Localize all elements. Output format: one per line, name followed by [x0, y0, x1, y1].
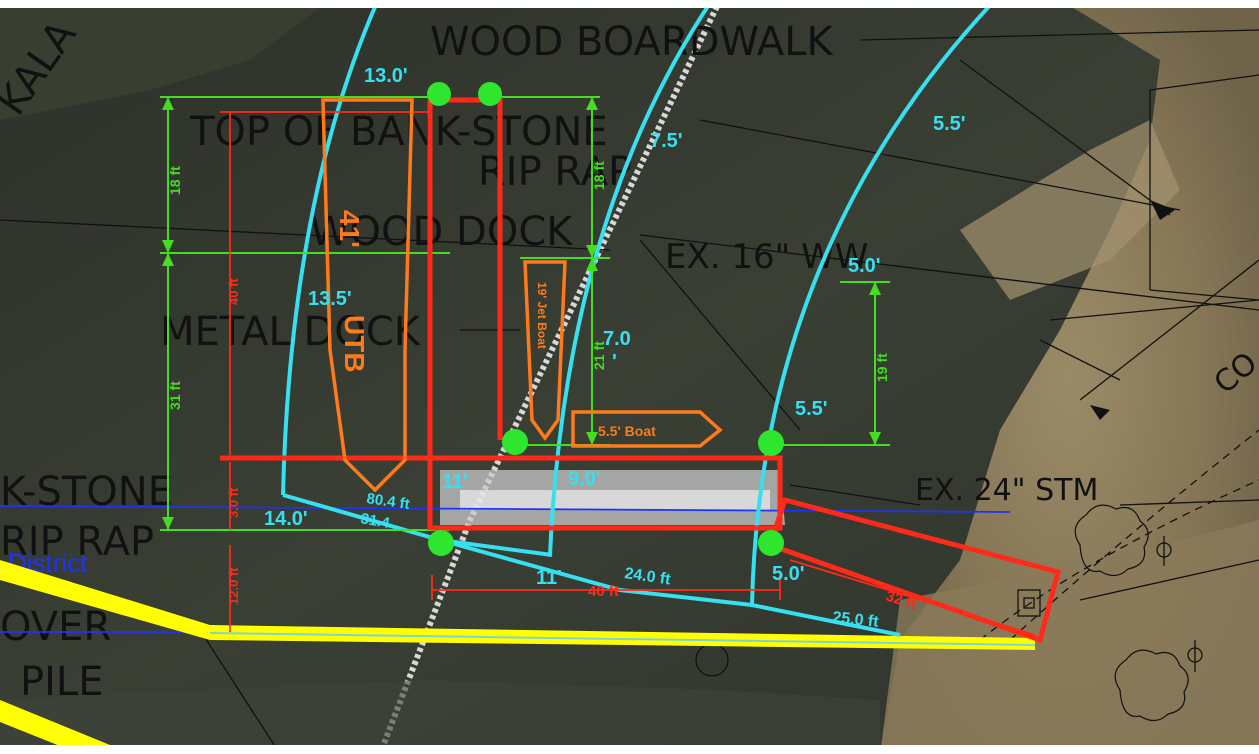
- frame-bottom: [0, 745, 1259, 754]
- radius-label-5-5-mid: 5.5': [795, 398, 828, 420]
- catch-basin-grate: [1023, 597, 1035, 609]
- tree-symbol: [1074, 504, 1149, 577]
- radius-label-24-0: 24.0 ft: [623, 565, 672, 588]
- dim-label-18-right: 18 ft: [591, 161, 607, 190]
- jet-boat-label: 19' Jet Boat: [535, 282, 549, 349]
- radius-label-5-0-bottom: 5.0': [772, 563, 805, 585]
- green-dimensions: [160, 96, 890, 531]
- dim-label-3-0: 3.0 ft: [226, 487, 241, 518]
- radius-label-5-0-top: 5.0': [848, 255, 881, 277]
- cad-labels: WOOD BOARDWALK TOP OF BANK-STONE RIP RAP…: [0, 12, 1259, 705]
- radius-label-7-5: 7.5': [650, 130, 683, 152]
- label-wood-boardwalk: WOOD BOARDWALK: [430, 19, 835, 65]
- shore-highlight: [960, 120, 1180, 300]
- lower-shore: [880, 520, 1259, 754]
- label-ex-16-ww: EX. 16" WW: [665, 237, 868, 277]
- radius-label-13-0: 13.0': [364, 65, 408, 87]
- dim-label-19-right: 19 ft: [874, 353, 890, 382]
- tree-symbol: [1114, 649, 1189, 722]
- radius-label-31-4: 31.4: [359, 510, 391, 532]
- catch-basin-symbol: [1017, 589, 1041, 617]
- radius-label-11-top: 11': [442, 471, 468, 493]
- property-line-upper: [0, 560, 1035, 650]
- boat-outlines: [321, 98, 723, 493]
- green-dimension-labels: 18 ft 31 ft 18 ft 21 ft 19 ft: [167, 161, 890, 410]
- radius-labels: 13.0' 7.5' 5.5' 13.5' 5.0' 7.0 ' 5.5' 11…: [264, 65, 966, 631]
- cad-arrowhead: [1150, 200, 1175, 220]
- label-stone-left: K-STONE: [0, 469, 173, 515]
- label-pile: PILE: [20, 659, 103, 705]
- dim-label-12-0: 12.0 ft: [226, 567, 241, 605]
- radius-label-80-4: 80.4 ft: [365, 490, 410, 513]
- dim-label-31-left: 31 ft: [167, 381, 183, 410]
- radius-label-7-0: 7.0: [603, 328, 631, 350]
- label-over: OVER: [0, 604, 111, 650]
- utb-name-label: UTB: [339, 315, 370, 373]
- dim-label-18-left: 18 ft: [167, 166, 183, 195]
- radius-label-25-0: 25.0 ft: [832, 609, 880, 631]
- label-rip-rap-upper: RIP RAP: [478, 149, 632, 195]
- boat-labels: 41' UTB 19' Jet Boat 5.5' Boat: [334, 210, 656, 439]
- cad-linework: [0, 29, 1259, 754]
- dim-label-40-vertical: 40 ft: [226, 278, 241, 305]
- property-line-lower: [0, 700, 110, 754]
- utb-length-label: 41': [334, 210, 365, 248]
- radius-label-14-0: 14.0': [264, 508, 308, 530]
- frame-top: [0, 0, 1259, 8]
- radius-label-5-5-top: 5.5': [933, 113, 966, 135]
- label-top-of-bank: TOP OF BANK-STONE: [189, 109, 608, 155]
- green-dimension-arrowheads: [162, 97, 881, 530]
- existing-dock-deck: [460, 490, 770, 510]
- label-rip-rap-lower: RIP RAP: [0, 519, 154, 565]
- small-boat-label: 5.5' Boat: [598, 423, 656, 439]
- label-ex-24-stm: EX. 24" STM: [915, 473, 1098, 508]
- radius-label-11-bottom: 11': [536, 567, 562, 589]
- property-line-highlight: [209, 632, 1036, 646]
- dim-label-40-horizontal: 40 ft: [588, 583, 619, 600]
- anchor-points: [427, 82, 784, 556]
- radius-label-13-5: 13.5': [308, 288, 352, 310]
- lower-water: [0, 680, 880, 754]
- radius-label-9-0: 9.0': [568, 468, 601, 490]
- dim-label-21-right: 21 ft: [591, 341, 607, 370]
- radius-label-7-0-tick: ': [612, 351, 617, 373]
- upper-bank-area: [0, 0, 330, 120]
- label-wood-dock: WOOD DOCK: [310, 209, 574, 255]
- cad-arrowhead: [1090, 405, 1110, 420]
